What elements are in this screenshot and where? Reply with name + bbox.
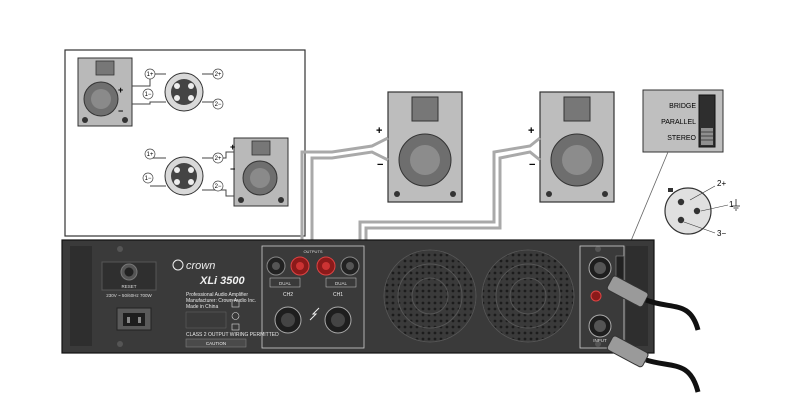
caution-label: CAUTION (206, 341, 226, 346)
inset-speaker-a (77, 57, 133, 127)
ground-icon (732, 199, 740, 211)
inset-plus-b: + (230, 142, 235, 152)
ch2-label: CH2 (283, 292, 293, 298)
inset-speaker-b (233, 137, 289, 207)
pin-label-2p-a: 2+ (215, 72, 222, 78)
input-label: INPUT (593, 338, 607, 343)
pin-label-2m-a: 2− (215, 102, 222, 108)
reset-label: RESET (121, 284, 136, 289)
pin-label-1m-a: 1− (145, 92, 152, 98)
binding-post-ch1-red[interactable] (316, 256, 336, 276)
pin-label-2m-b: 2− (215, 184, 222, 190)
speakon-connector-top (164, 72, 204, 112)
mfr-line1: Professional Audio Amplifier (186, 292, 248, 298)
output-section: OUTPUTS (261, 245, 365, 349)
output-mode-label: OUTPUTS (303, 249, 322, 254)
power-rating-label: 230V ~ 50/60Hz 700W (106, 293, 152, 298)
made-in-label: Made in China (186, 304, 218, 310)
compliance-marks (231, 299, 240, 331)
speaker-polarity-labels: + − + − (376, 125, 535, 171)
xlr-pin3-label: 3− (717, 229, 726, 238)
xlr-pin1-label: 1 (729, 200, 734, 209)
speakon-jack-ch2[interactable] (274, 306, 302, 334)
speakon-jack-ch1[interactable] (324, 306, 352, 334)
mode-switch-panel: BRIDGE PARALLEL STEREO (642, 89, 724, 153)
cooling-fan-right (481, 249, 575, 343)
power-inlet (116, 307, 152, 331)
right-speaker-minus: − (529, 159, 535, 171)
brand-logo-text: crown (186, 260, 215, 272)
left-speaker-minus: − (377, 159, 383, 171)
inset-minus-b: − (230, 164, 235, 174)
ch1-label: CH1 (333, 292, 343, 298)
speakon-connector-bottom (164, 156, 204, 196)
rca-input[interactable] (590, 290, 602, 302)
xlr-input-ch1[interactable] (588, 256, 612, 280)
cable-ch2-plus (300, 136, 389, 262)
pin-label-1m-b: 1− (145, 176, 152, 182)
lightning-icon (309, 307, 320, 321)
crown-logo: crown (172, 259, 215, 272)
xlr-input-ch2[interactable] (588, 314, 612, 338)
left-speaker-plus: + (376, 125, 382, 137)
inset-minus-a: − (118, 106, 123, 116)
speakon-pin-labels: 1+ 1− 2+ 2− 1+ 1− 2+ 2− (142, 68, 224, 192)
binding-post-ch2-red[interactable] (290, 256, 310, 276)
binding-post-ch1-black[interactable] (340, 256, 360, 276)
class-output-wiring-label: CLASS 2 OUTPUT WIRING PERMITTED (186, 332, 279, 338)
mode-stereo-label: STEREO (667, 135, 696, 142)
mode-switch-pointer (627, 151, 669, 249)
reset-button-area: RESET (101, 261, 157, 291)
pin-label-2p-b: 2+ (215, 156, 222, 162)
pin-label-1p-b: 1+ (147, 152, 154, 158)
pin-label-1p-a: 1+ (147, 72, 154, 78)
right-speaker-plus: + (528, 125, 534, 137)
xlr-pin-diagram: 2+ 1 3− (664, 179, 740, 238)
dual-label-ch1: DUAL (335, 281, 348, 286)
dual-label-ch2: DUAL (279, 281, 292, 286)
mode-parallel-label: PARALLEL (661, 119, 696, 126)
mode-bridge-label: BRIDGE (669, 103, 696, 110)
cooling-fan-left (383, 249, 477, 343)
inset-plus-a: + (118, 85, 123, 95)
binding-post-ch2-black[interactable] (266, 256, 286, 276)
speaker-right (539, 91, 615, 203)
xlr-cable-bottom (606, 335, 701, 393)
mfr-line2: Manufacturer: Crown Audio Inc. (186, 298, 256, 304)
inset-polarity-labels: + − + − (118, 85, 235, 174)
speaker-left (387, 91, 463, 203)
xlr-cable-top (606, 275, 701, 331)
xlr-pin2-label: 2+ (717, 179, 726, 188)
model-label: XLi 3500 (199, 275, 246, 287)
